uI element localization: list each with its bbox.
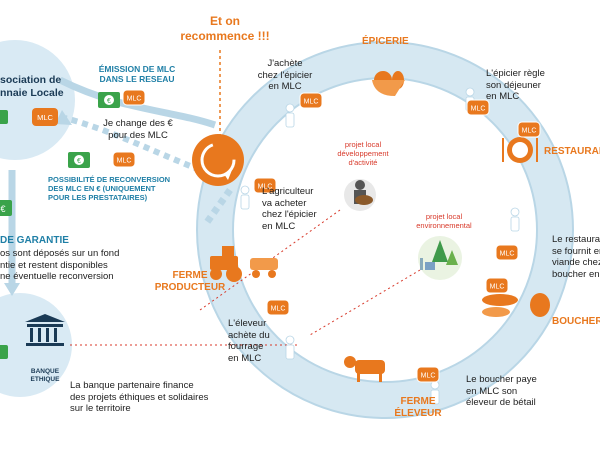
euro-note-1 (0, 110, 8, 124)
bank-icon (25, 314, 65, 346)
person-icon-3 (510, 207, 520, 232)
bank-text: La banque partenaire finance des projets… (70, 380, 209, 414)
mlc-badge-3: MLC (517, 121, 541, 138)
euro-note-badge-2: € (68, 152, 90, 168)
svg-text:MLC: MLC (421, 373, 436, 380)
mlc-badge-8: MLC (253, 177, 277, 194)
svg-text:MLC: MLC (500, 251, 515, 258)
guarantee-title: DE GARANTIE (0, 235, 69, 246)
svg-text:€: € (77, 158, 81, 165)
euro-note-2: € (0, 200, 12, 216)
cow-icon (344, 356, 385, 382)
mlc-badge-6: MLC (416, 366, 440, 383)
butcher-icon (482, 293, 550, 317)
producteur-title: FERME PRODUCTEUR (154, 270, 226, 293)
reconversion-title: POSSIBILITÉ DE RECONVERSION DES MLC EN €… (48, 175, 171, 202)
person-icon-5 (285, 335, 295, 360)
boucher-text: Le boucher paye en MLC son éleveur de bé… (466, 374, 537, 408)
mlc-badge-10: MLC (112, 151, 136, 168)
euro-note-badge-1: € (98, 92, 120, 108)
svg-text:MLC: MLC (490, 284, 505, 291)
project-link-environnement (309, 269, 421, 336)
restaurant-icon (502, 137, 538, 163)
restaurant-title: RESTAURAN (544, 146, 600, 157)
epicerie-right-text: L'épicier règle son déjeuner en MLC (486, 68, 545, 102)
person-icon-6 (240, 185, 250, 210)
circuit-ring-outer (197, 42, 573, 418)
project-environnement-label: projet local environnemental (416, 212, 472, 230)
mlc-badge-5: MLC (485, 277, 509, 294)
restart-icon (192, 134, 244, 186)
person-icon-1 (285, 103, 295, 128)
svg-text:MLC: MLC (271, 306, 286, 313)
mlc-badge-2: MLC (466, 99, 490, 116)
emission-arrow (58, 76, 217, 129)
svg-text:MLC: MLC (304, 99, 319, 106)
mlc-badge-9: MLC (122, 89, 146, 106)
bank-label: BANQUE ETHIQUE (30, 368, 60, 383)
producteur-text: L'agriculteur va acheter chez l'épicier … (262, 186, 317, 232)
svg-text:MLC: MLC (117, 158, 132, 165)
emission-title: ÉMISSION DE MLC DANS LE RESEAU (98, 64, 176, 84)
guarantee-text: os sont déposés sur un fond ntie et rest… (0, 248, 120, 282)
svg-text:MLC: MLC (127, 96, 142, 103)
mlc-badge-7: MLC (266, 299, 290, 316)
epicerie-left-text: J'achète chez l'épicier en MLC (257, 58, 313, 92)
epicerie-title: ÉPICERIE (362, 36, 409, 47)
circuit-ring-outer-line (196, 41, 574, 419)
eleveur-title: FERME ÉLEVEUR (394, 396, 442, 419)
mlc-badge-assoc: MLC (32, 108, 58, 126)
svg-text:€: € (107, 98, 111, 105)
svg-text:MLC: MLC (37, 113, 53, 122)
eleveur-text: L'éleveur achète du fourrage en MLC (228, 318, 270, 364)
svg-text:MLC: MLC (258, 184, 273, 191)
euro-note-3 (0, 345, 8, 359)
svg-text:MLC: MLC (471, 106, 486, 113)
producer-dashed-arrow (202, 187, 233, 228)
svg-text:MLC: MLC (522, 128, 537, 135)
restaurant-text: Le restaurat se fournit er viande chez b… (552, 234, 600, 280)
environment-project-icon (418, 236, 462, 280)
person-icon-4 (430, 380, 440, 405)
association-name: sociation de nnaie Locale (0, 74, 64, 99)
svg-text:€: € (0, 204, 5, 214)
mlc-badge-1: MLC (299, 92, 323, 109)
project-activite-label: projet local développement d'activité (337, 140, 389, 167)
restart-title: Et on recommence !!! (180, 14, 270, 43)
boucher-title: BOUCHER (552, 316, 600, 327)
mlc-badge-4: MLC (495, 244, 519, 261)
grocery-icon (372, 71, 405, 96)
association-bubble (0, 40, 75, 160)
emission-caption: Je change des € pour des MLC (103, 118, 173, 141)
activity-project-icon (344, 179, 376, 211)
tractor-icon (210, 246, 278, 282)
